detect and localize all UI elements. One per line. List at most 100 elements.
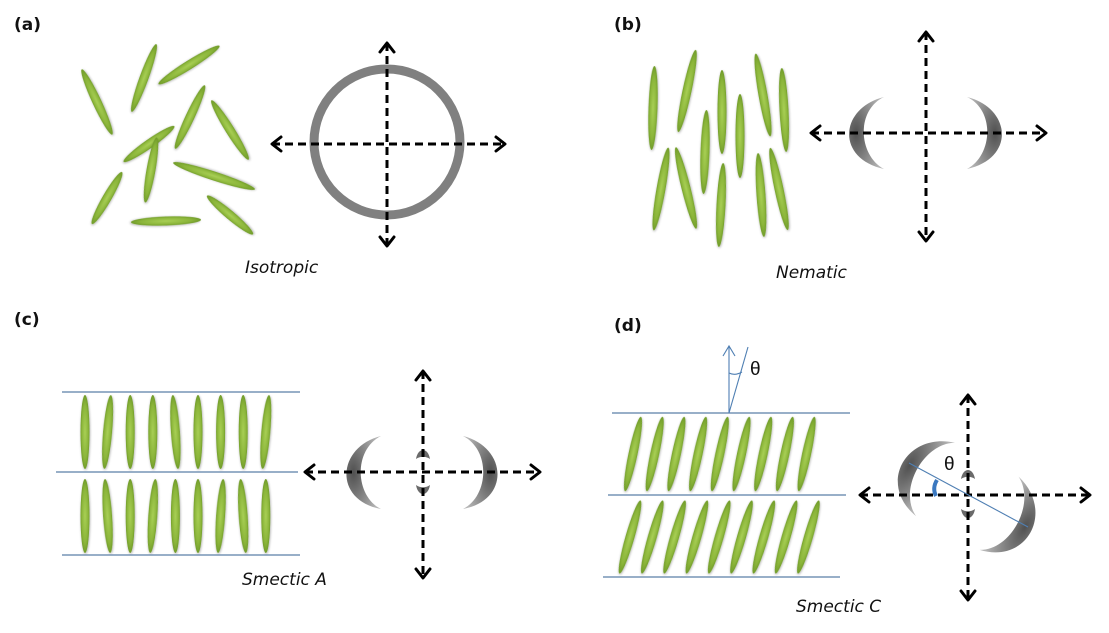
rod-molecule: [80, 395, 90, 469]
rod-molecule: [260, 395, 272, 469]
tilt-angle-arc: [728, 371, 743, 375]
crescent-right: [979, 476, 1036, 553]
rod-molecule: [173, 162, 255, 190]
rod-molecule: [131, 216, 201, 226]
rod-molecule: [102, 479, 113, 553]
rod-molecule: [677, 49, 697, 133]
rod-molecule: [216, 395, 226, 469]
panel-label-a: (a): [14, 15, 41, 35]
phase-label-nematic: Nematic: [776, 263, 848, 283]
nematic-molecules: [648, 49, 790, 247]
arrow-right-icon: [494, 135, 507, 153]
rod-molecule: [778, 68, 790, 152]
rod-molecule: [685, 500, 709, 574]
rod-molecule: [645, 416, 664, 492]
phase-label-isotropic: Isotropic: [245, 258, 319, 278]
isotropic-molecules: [81, 44, 255, 235]
rod-molecule: [125, 395, 135, 469]
arrow-up-icon: [378, 41, 396, 54]
rod-molecule: [193, 479, 203, 553]
rod-molecule: [648, 66, 658, 150]
arrow-down-icon: [917, 230, 935, 243]
rod-molecule: [174, 85, 206, 149]
arrow-left-icon: [303, 463, 316, 481]
tilt-angle-symbol: θ: [750, 359, 761, 380]
smectic-c-diffraction-pattern: θ: [858, 393, 1092, 602]
arrow-down-icon: [414, 567, 432, 580]
rod-molecule: [238, 479, 249, 553]
arrow-left-icon: [858, 486, 871, 504]
rod-molecule: [623, 416, 643, 492]
rod-molecule: [755, 153, 767, 237]
arrow-down-icon: [378, 235, 396, 248]
rod-molecule: [130, 44, 158, 112]
rod-molecule: [663, 500, 686, 574]
rod-molecule: [91, 171, 123, 225]
rod-molecule: [170, 395, 181, 469]
crescent-left: [897, 441, 955, 517]
rod-molecule: [102, 395, 114, 469]
rod-molecule: [775, 416, 794, 492]
rod-molecule: [797, 416, 816, 492]
smectic-a-molecules: [80, 395, 272, 553]
rod-molecule: [143, 137, 159, 203]
rod-molecule: [769, 147, 789, 231]
arrow-right-icon: [1035, 124, 1048, 142]
pattern-angle-marker: [932, 478, 939, 497]
rod-molecule: [211, 100, 249, 160]
arrow-up-icon: [414, 369, 432, 382]
rod-molecule: [700, 110, 710, 194]
rod-molecule: [147, 479, 158, 553]
rod-molecule: [710, 416, 729, 492]
layer-normal-tilt-indicator: θ: [722, 344, 761, 414]
panel-label-c: (c): [14, 310, 40, 330]
rod-molecule: [754, 416, 773, 492]
arrow-right-icon: [1079, 486, 1092, 504]
layer-normal-arrowhead-icon: [722, 344, 736, 357]
rod-molecule: [732, 416, 751, 492]
rod-molecule: [774, 500, 798, 574]
arrow-left-icon: [809, 124, 822, 142]
rod-molecule: [238, 395, 248, 469]
rod-molecule: [206, 195, 254, 235]
crescent-right: [967, 97, 1002, 169]
rod-molecule: [123, 125, 175, 163]
rod-molecule: [80, 479, 90, 553]
rod-molecule: [158, 45, 220, 85]
rod-molecule: [148, 395, 158, 469]
isotropic-diffraction-pattern: [270, 41, 507, 248]
arrow-up-icon: [917, 30, 935, 43]
smectic-a-diffraction-pattern: [303, 369, 542, 580]
arrow-right-icon: [529, 463, 542, 481]
arrow-up-icon: [959, 393, 977, 406]
rod-molecule: [797, 500, 820, 574]
rod-molecule: [618, 500, 642, 574]
rod-molecule: [735, 94, 745, 178]
rod-molecule: [261, 479, 271, 553]
rod-molecule: [717, 70, 727, 154]
rod-molecule: [215, 479, 226, 553]
rod-molecule: [754, 53, 772, 137]
crescent-right: [463, 436, 498, 509]
rod-molecule: [715, 163, 727, 247]
pattern-angle-symbol: θ: [944, 454, 955, 475]
rod-molecule: [707, 500, 731, 574]
panel-label-d: (d): [614, 316, 642, 336]
rod-molecule: [81, 69, 113, 135]
smectic-c-molecules: [618, 416, 820, 574]
phase-label-smectic-c: Smectic C: [796, 597, 881, 617]
crescent-left: [849, 97, 884, 169]
rod-molecule: [640, 500, 664, 574]
rod-molecule: [730, 500, 753, 574]
pattern-tilt-line: [908, 462, 1029, 528]
phase-label-smectic-a: Smectic A: [242, 570, 327, 590]
rod-molecule: [652, 147, 670, 231]
panel-label-b: (b): [614, 15, 642, 35]
rod-molecule: [674, 147, 698, 229]
arrow-down-icon: [959, 589, 977, 602]
rod-molecule: [125, 479, 135, 553]
nematic-diffraction-pattern: [809, 30, 1048, 243]
crescent-left: [346, 436, 381, 509]
arrow-left-icon: [270, 135, 283, 153]
